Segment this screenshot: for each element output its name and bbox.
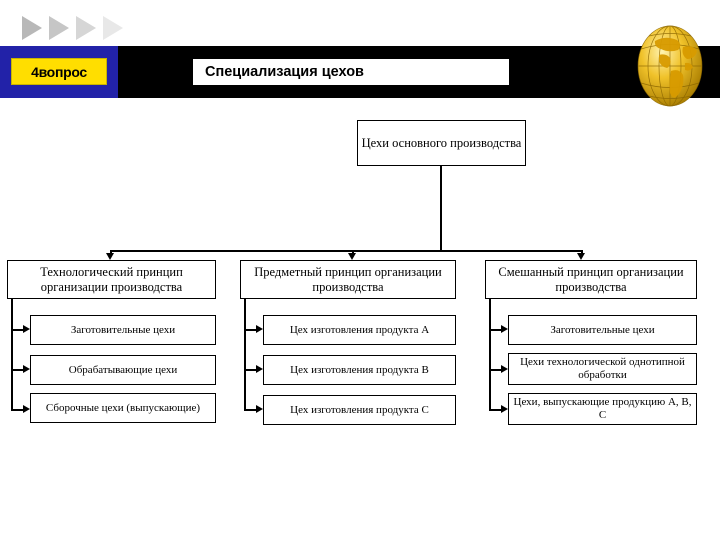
page-title: Специализация цехов (193, 59, 509, 85)
question-badge[interactable]: 4вопрос (11, 58, 107, 85)
node-leaf-2-2[interactable]: Цех изготовления продукта B (263, 355, 456, 385)
connector-stub-3-3 (489, 409, 502, 411)
node-principle-2[interactable]: Предметный принцип организации производс… (240, 260, 456, 299)
connector-stub-2-3 (244, 409, 257, 411)
arrow-right-icon-1-1 (23, 325, 30, 334)
connector-spine-3 (489, 299, 491, 409)
connector-stub-2-2 (244, 369, 257, 371)
node-leaf-1-2[interactable]: Обрабатывающие цехи (30, 355, 216, 385)
connector-stub-2-1 (244, 329, 257, 331)
node-leaf-2-1[interactable]: Цех изготовления продукта A (263, 315, 456, 345)
arrow-right-icon-3-1 (501, 325, 508, 334)
arrow-right-icon-3-2 (501, 365, 508, 374)
node-leaf-3-2[interactable]: Цехи технологической однотипной обработк… (508, 353, 697, 385)
globe-icon (633, 23, 707, 109)
arrow-down-icon-1 (106, 253, 115, 260)
node-principle-1[interactable]: Технологический принцип организации прои… (7, 260, 216, 299)
node-leaf-1-3[interactable]: Сборочные цехи (выпускающие) (30, 393, 216, 423)
connector-stub-3-2 (489, 369, 502, 371)
connector-stub-1-1 (11, 329, 24, 331)
node-principle-3[interactable]: Смешанный принцип организации производст… (485, 260, 697, 299)
connector-stub-1-3 (11, 409, 24, 411)
connector-root-trunk (440, 166, 442, 251)
arrow-down-icon-3 (577, 253, 586, 260)
connector-spine-2 (244, 299, 246, 409)
connector-spine-1 (11, 299, 13, 409)
node-root[interactable]: Цехи основного производства (357, 120, 526, 166)
arrow-right-icon-2-1 (256, 325, 263, 334)
connector-distribution-bar (110, 250, 583, 252)
arrow-right-icon-1-3 (23, 405, 30, 414)
arrow-right-icon-2-3 (256, 405, 263, 414)
node-leaf-2-3[interactable]: Цех изготовления продукта C (263, 395, 456, 425)
node-leaf-3-1[interactable]: Заготовительные цехи (508, 315, 697, 345)
arrow-down-icon-2 (348, 253, 357, 260)
arrow-right-icon-3-3 (501, 405, 508, 414)
arrow-right-icon-2-2 (256, 365, 263, 374)
node-leaf-1-1[interactable]: Заготовительные цехи (30, 315, 216, 345)
arrow-right-icon-1-2 (23, 365, 30, 374)
connector-stub-3-1 (489, 329, 502, 331)
connector-stub-1-2 (11, 369, 24, 371)
node-leaf-3-3[interactable]: Цехи, выпускающие продукцию A, B, C (508, 393, 697, 425)
chevron-right-icon (22, 14, 142, 42)
org-chart: Цехи основного производства Технологичес… (0, 98, 720, 540)
